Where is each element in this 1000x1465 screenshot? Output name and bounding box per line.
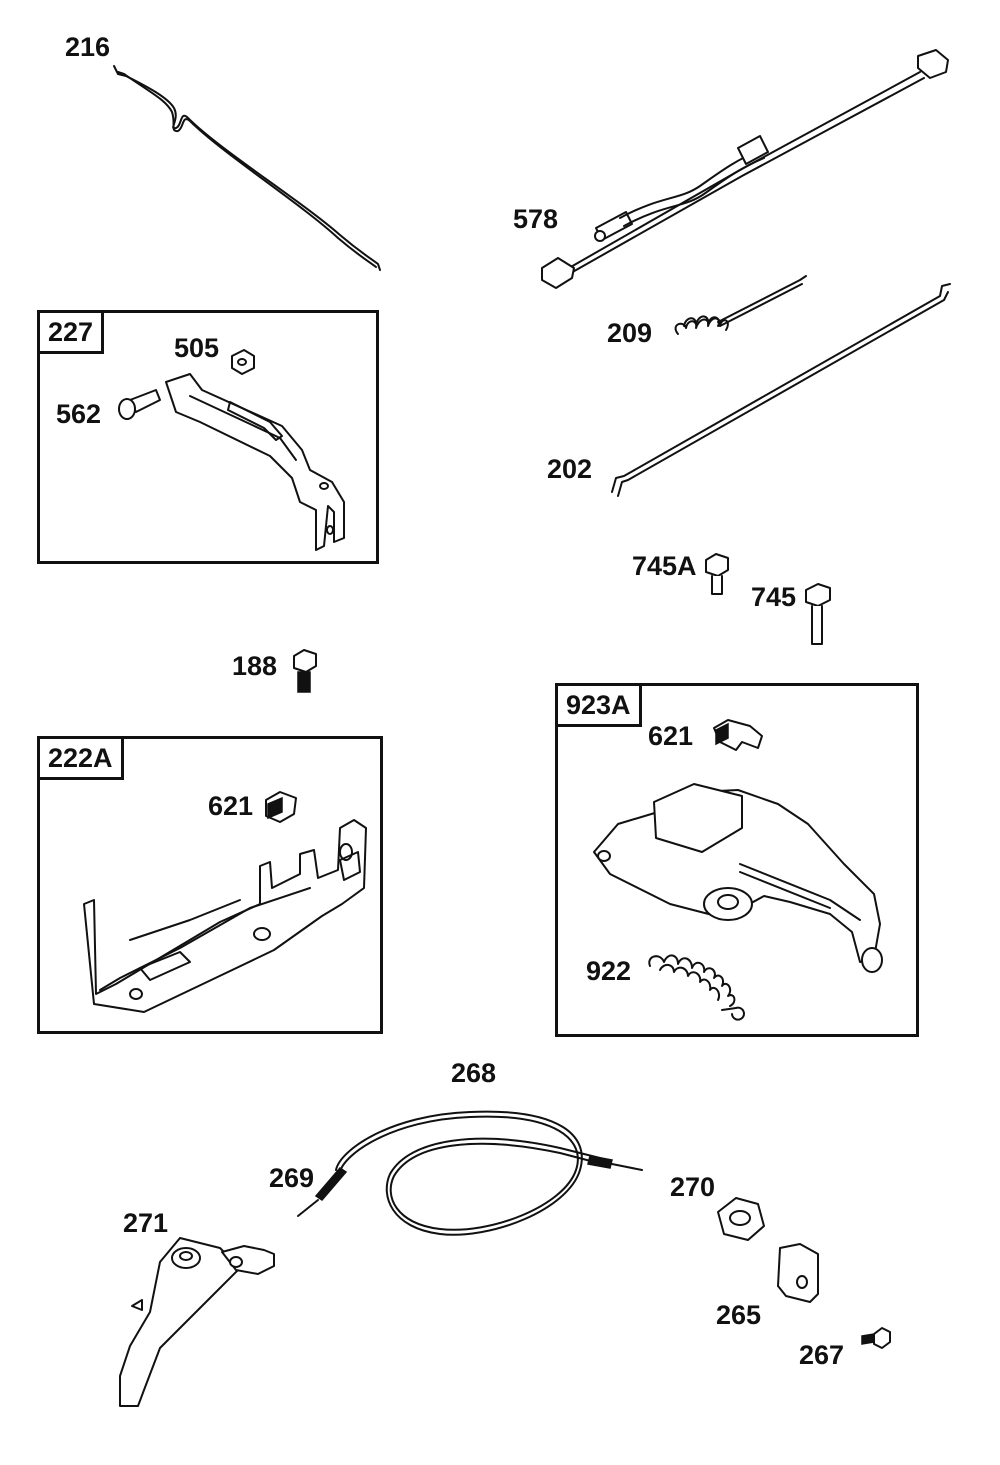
label-265: 265 — [716, 1300, 762, 1330]
label-922: 922 — [586, 956, 632, 986]
label-745: 745 — [751, 582, 797, 612]
kit-227-box: 227 — [37, 310, 379, 564]
part-216-link-rod — [113, 65, 381, 271]
part-578-wire-harness — [541, 49, 949, 289]
label-271: 271 — [123, 1208, 169, 1238]
part-267-screw — [861, 1327, 891, 1349]
part-222a-control-bracket — [83, 819, 367, 1013]
part-268-cable — [335, 1110, 609, 1236]
label-269: 269 — [269, 1163, 315, 1193]
label-621-right: 621 — [648, 721, 694, 751]
part-202-link-rod — [611, 283, 951, 497]
kit-923a-box: 923A — [555, 683, 919, 1037]
label-188: 188 — [232, 651, 278, 681]
part-209-spring — [674, 275, 807, 335]
part-745-bolt — [805, 583, 831, 645]
part-922-spring — [648, 954, 745, 1021]
part-505-nut — [231, 349, 255, 375]
label-745a: 745A — [632, 551, 697, 581]
label-270: 270 — [670, 1172, 716, 1202]
part-270-nut — [717, 1197, 765, 1241]
label-621-left: 621 — [208, 791, 254, 821]
part-745a-bolt — [705, 553, 729, 595]
label-209: 209 — [607, 318, 653, 348]
kit-222a-box: 222A — [37, 736, 383, 1034]
part-269-cable-end — [297, 1155, 643, 1217]
label-202: 202 — [547, 454, 593, 484]
part-621-switch-right — [713, 719, 763, 751]
part-271-lever — [119, 1237, 275, 1407]
kit-227-label: 227 — [40, 313, 105, 354]
part-188-bolt — [293, 649, 317, 693]
label-267: 267 — [799, 1340, 845, 1370]
part-923a-governor-control — [593, 783, 883, 973]
part-562-pin — [118, 389, 161, 420]
label-268: 268 — [451, 1058, 497, 1088]
label-562: 562 — [56, 399, 102, 429]
label-505: 505 — [174, 333, 220, 363]
part-265-clamp — [777, 1243, 819, 1303]
kit-923a-label: 923A — [558, 686, 642, 727]
kit-222a-label: 222A — [40, 739, 124, 780]
label-578: 578 — [513, 204, 559, 234]
part-621-switch-left — [265, 791, 297, 823]
label-216: 216 — [65, 32, 111, 62]
part-227-bracket — [165, 373, 345, 551]
